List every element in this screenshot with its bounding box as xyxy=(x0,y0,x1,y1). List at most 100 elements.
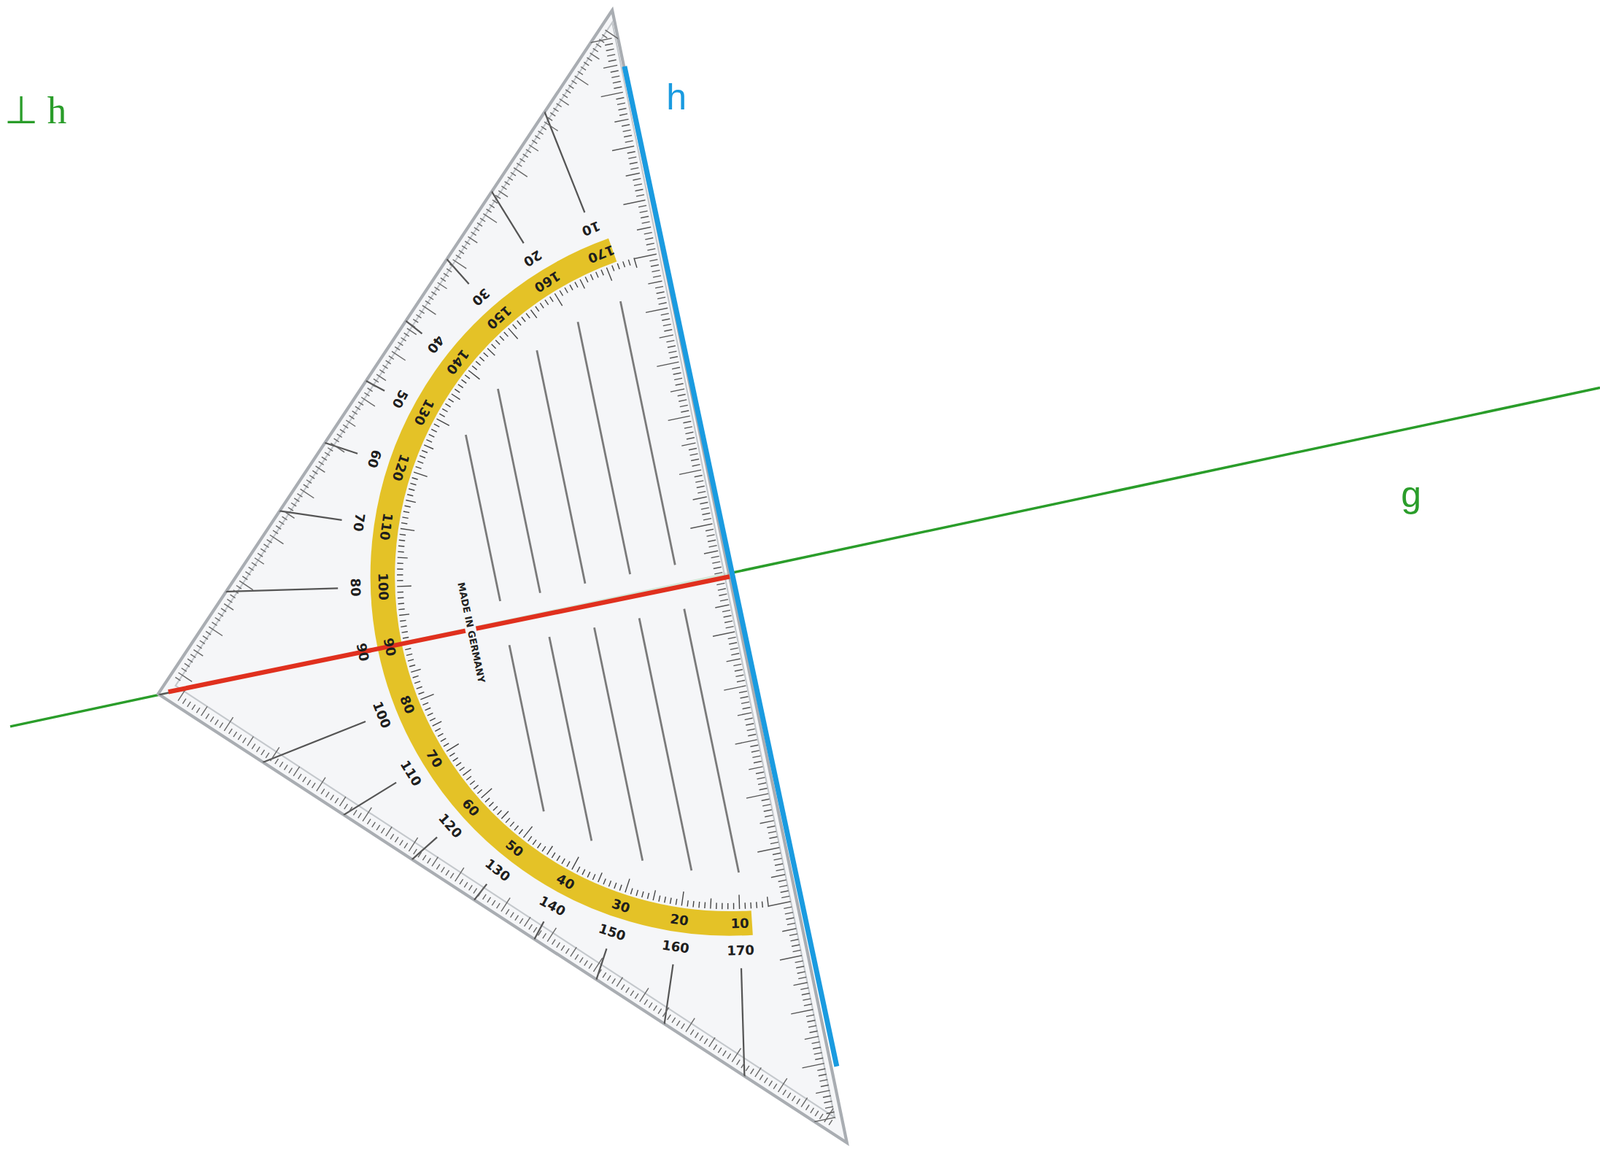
scale-tick xyxy=(679,404,689,407)
scale-tick xyxy=(795,966,805,969)
scale-tick xyxy=(577,866,581,872)
scale-tick xyxy=(709,1037,716,1047)
scale-tick xyxy=(750,744,759,747)
scale-tick xyxy=(613,86,622,89)
scale-tick xyxy=(598,39,605,44)
scale-tick xyxy=(727,1053,732,1059)
scale-tick xyxy=(229,728,233,734)
scale-tick xyxy=(251,744,256,750)
scale-tick xyxy=(461,379,467,384)
scale-tick xyxy=(415,466,422,470)
scale-tick xyxy=(413,472,428,477)
scale-tick xyxy=(477,789,482,794)
scale-tick xyxy=(724,620,733,623)
scale-tick xyxy=(642,891,644,898)
scale-tick xyxy=(802,998,811,1001)
scale-tick xyxy=(397,550,404,553)
scale-tick xyxy=(528,924,533,930)
scale-tick xyxy=(469,884,473,891)
scale-tick xyxy=(607,975,611,981)
scale-tick xyxy=(745,1065,750,1072)
scale-tick xyxy=(22,473,342,521)
scale-tick xyxy=(445,870,450,876)
scale-tick xyxy=(750,1068,755,1074)
scale-tick xyxy=(211,622,217,626)
scale-tick xyxy=(706,534,716,537)
scale-tick xyxy=(681,442,696,446)
scale-tick xyxy=(602,972,607,978)
scale-tick xyxy=(703,518,712,521)
scale-tick xyxy=(402,636,409,639)
scale-tick xyxy=(193,650,203,657)
scale-tick xyxy=(644,232,653,235)
scale-tick xyxy=(538,930,543,936)
scale-tick xyxy=(562,94,568,98)
scale-tick xyxy=(520,158,526,162)
scale-tick xyxy=(469,780,475,785)
scale-tick xyxy=(265,752,270,759)
scale-tick xyxy=(556,103,562,108)
scale-tick xyxy=(670,388,685,392)
scale-tick xyxy=(713,566,722,569)
scale-tick xyxy=(755,771,764,774)
scale-tick xyxy=(694,474,703,477)
line-name: h xyxy=(666,78,687,116)
scale-tick xyxy=(477,887,484,897)
scale-tick xyxy=(806,1014,815,1017)
scale-tick xyxy=(585,276,589,283)
scale-tick xyxy=(709,898,712,910)
scale-tick xyxy=(425,300,431,305)
scale-tick xyxy=(739,690,748,693)
scale-tick xyxy=(437,733,443,737)
scale-tick xyxy=(755,1067,761,1077)
scale-tick xyxy=(399,534,406,535)
scale-tick xyxy=(726,658,741,662)
scale-tick xyxy=(521,316,526,322)
scale-tick xyxy=(487,897,492,903)
scale-tick xyxy=(647,893,649,899)
scale-tick xyxy=(376,825,381,831)
scale-tick xyxy=(353,0,524,243)
scale-tick xyxy=(568,85,574,90)
scale-tick xyxy=(399,539,405,542)
scale-tick xyxy=(215,720,219,726)
scale-tick xyxy=(539,302,544,308)
scale-tick xyxy=(728,642,737,645)
scale-tick xyxy=(647,248,656,251)
scale-tick xyxy=(658,1009,662,1015)
scale-tick xyxy=(458,250,465,254)
scale-tick xyxy=(656,291,665,294)
scale-tick xyxy=(256,747,261,753)
scale-tick xyxy=(315,466,326,473)
scale-tick xyxy=(684,426,693,429)
scale-tick xyxy=(242,737,247,743)
scale-tick xyxy=(404,332,410,337)
scale-tick xyxy=(397,556,408,559)
scale-tick xyxy=(245,572,251,576)
scale-tick xyxy=(728,636,737,639)
scale-tick xyxy=(302,777,307,783)
scale-tick xyxy=(805,1104,810,1110)
scale-tick xyxy=(400,625,407,627)
scale-tick xyxy=(307,779,311,786)
scale-tick xyxy=(584,960,589,966)
scale-tick xyxy=(196,707,200,713)
scale-tick xyxy=(656,361,679,367)
scale-tick xyxy=(226,598,233,603)
scale-tick xyxy=(644,237,653,240)
scale-tick xyxy=(427,712,434,716)
scale-tick xyxy=(260,548,266,553)
scale-tick xyxy=(497,388,540,594)
scale-tick xyxy=(620,301,675,565)
scale-tick xyxy=(626,964,674,1149)
scale-tick xyxy=(318,461,324,466)
scale-tick xyxy=(744,902,746,909)
scale-tick xyxy=(651,269,660,272)
scale-tick xyxy=(448,399,454,403)
scale-tick xyxy=(517,320,521,325)
scale-tick xyxy=(528,144,539,152)
scale-tick xyxy=(199,640,206,645)
scale-tick xyxy=(342,424,349,429)
scale-tick xyxy=(348,806,353,813)
scale-tick xyxy=(450,873,454,879)
